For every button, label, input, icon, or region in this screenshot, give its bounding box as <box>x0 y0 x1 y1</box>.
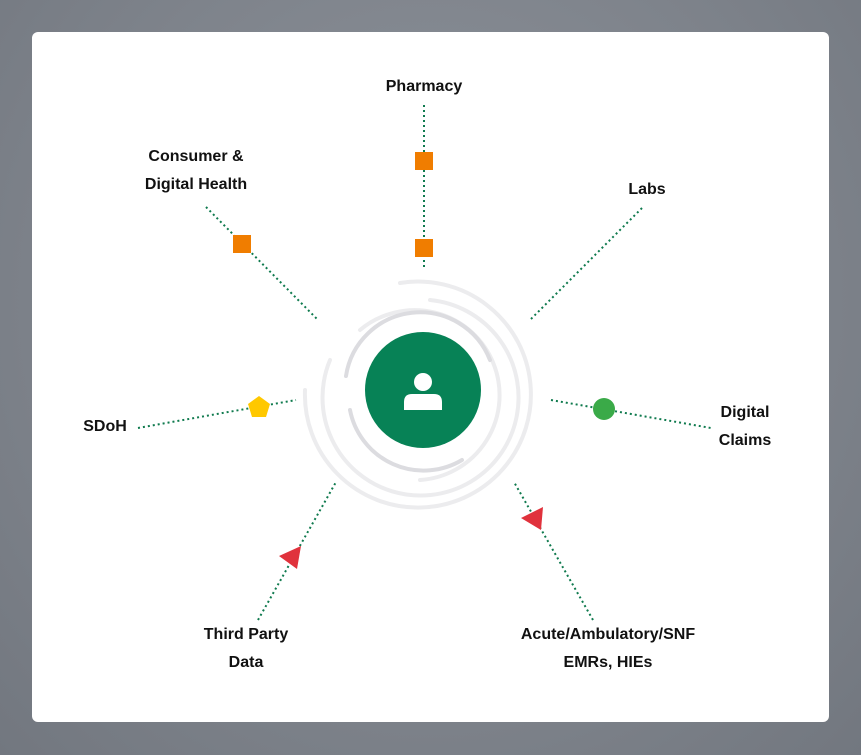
label-line: EMRs, HIEs <box>563 654 653 671</box>
pentagon-marker-icon <box>248 396 270 417</box>
middle-ring <box>358 308 502 482</box>
connector-labs <box>529 207 643 321</box>
connector-claims <box>550 399 712 429</box>
label-labs: Labs <box>628 176 665 204</box>
connector-acute <box>513 481 594 621</box>
person-icon <box>404 373 442 410</box>
label-consumer-digital-health: Consumer & Digital Health <box>145 143 247 199</box>
label-line: SDoH <box>83 418 127 435</box>
label-line: Data <box>228 654 264 671</box>
square-marker-icon <box>415 239 433 257</box>
connector-sdoh <box>137 399 297 429</box>
label-pharmacy: Pharmacy <box>386 73 463 101</box>
markers <box>233 152 615 569</box>
outer-ring-inner <box>320 298 521 498</box>
label-line: Consumer & <box>148 148 244 165</box>
circle-marker-icon <box>593 398 615 420</box>
hub-rings <box>302 279 533 510</box>
inner-ring-arc <box>344 310 492 378</box>
inner-ring-arc-2 <box>348 408 464 473</box>
connector-third-party <box>257 481 337 621</box>
label-sdoh: SDoH <box>83 413 127 441</box>
triangle-marker-icon <box>279 546 301 569</box>
label-digital-claims: Digital Claims <box>719 399 771 455</box>
label-acute-ambulatory-snf: Acute/Ambulatory/SNF EMRs, HIEs <box>521 621 695 677</box>
patient-hub <box>365 332 481 448</box>
label-line: Third Party <box>203 626 289 643</box>
label-line: Digital <box>720 404 770 421</box>
label-third-party-data: Third Party Data <box>204 621 288 677</box>
connector-consumer <box>205 206 319 321</box>
label-line: Labs <box>628 181 666 198</box>
label-line: Claims <box>718 432 772 449</box>
label-line: Pharmacy <box>385 78 463 95</box>
square-marker-icon <box>415 152 433 170</box>
square-marker-icon <box>233 235 251 253</box>
label-line: Acute/Ambulatory/SNF <box>520 626 696 643</box>
triangle-marker-icon <box>521 507 543 530</box>
label-line: Digital Health <box>144 176 248 193</box>
outer-ring <box>302 279 533 510</box>
